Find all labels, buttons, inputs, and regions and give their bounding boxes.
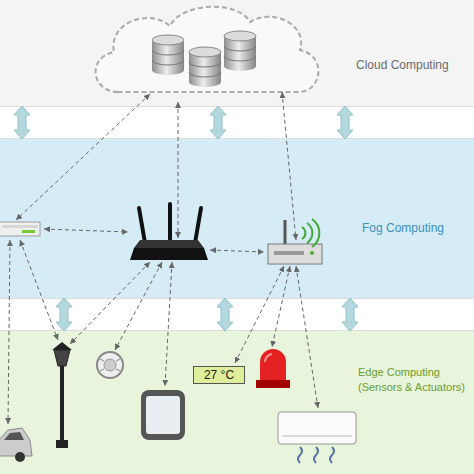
ac-body	[278, 412, 356, 444]
temperature-reading: 27 °C	[194, 367, 244, 383]
gap-strip	[0, 106, 474, 139]
database-icon	[224, 31, 256, 71]
car-window	[4, 432, 24, 440]
switch-panel	[2, 225, 38, 228]
database-top	[224, 31, 256, 41]
ac-vent	[282, 436, 352, 437]
network-switch	[0, 222, 40, 236]
phone-screen	[146, 396, 180, 434]
database-ring	[224, 46, 256, 61]
ap-antenna	[284, 220, 287, 244]
car-wheel	[15, 452, 25, 462]
switch-body	[0, 222, 40, 236]
phone-body	[141, 390, 185, 440]
lamp-post	[60, 366, 64, 442]
detector-core	[104, 359, 116, 371]
layer-label: Edge Computing (Sensors & Actuators)	[358, 365, 474, 395]
lamp-base	[56, 440, 68, 448]
siren-highlight	[265, 354, 272, 362]
ap-body	[268, 244, 322, 264]
layer-connector	[14, 106, 30, 139]
detector-body	[97, 352, 123, 378]
gap-strip	[0, 298, 474, 331]
siren-dome	[260, 349, 286, 381]
router-body	[130, 248, 208, 260]
layer-connector	[56, 298, 72, 331]
gap-border	[0, 138, 474, 139]
layer-connector	[217, 298, 233, 331]
gap-border	[0, 106, 474, 107]
layer-label: Fog Computing	[362, 221, 474, 236]
database-ring	[152, 50, 184, 65]
router-top	[134, 240, 204, 248]
database-icon	[152, 35, 184, 75]
router-antenna	[168, 204, 172, 241]
layer-connector	[337, 106, 353, 139]
layer-band: 27 °C Edge Computing (Sensors & Actuators…	[0, 331, 474, 474]
layer-connector	[342, 298, 358, 331]
database-top	[189, 47, 221, 57]
gap-border	[0, 298, 474, 299]
switch-ports	[22, 230, 35, 233]
detector-grill	[100, 359, 120, 371]
layer-connector	[210, 106, 226, 139]
smoke-detector	[97, 352, 123, 378]
ap-light	[310, 251, 314, 255]
layer-band: Fog Computing	[0, 139, 474, 298]
ap-panel	[274, 251, 304, 255]
database-top	[152, 35, 184, 45]
database-ring	[189, 62, 221, 77]
database-icon	[189, 47, 221, 87]
siren-base	[256, 380, 290, 388]
display-box: 27 °C	[193, 366, 245, 384]
smartphone-icon	[141, 390, 185, 440]
layer-label: Cloud Computing	[356, 58, 474, 73]
gap-border	[0, 330, 474, 331]
